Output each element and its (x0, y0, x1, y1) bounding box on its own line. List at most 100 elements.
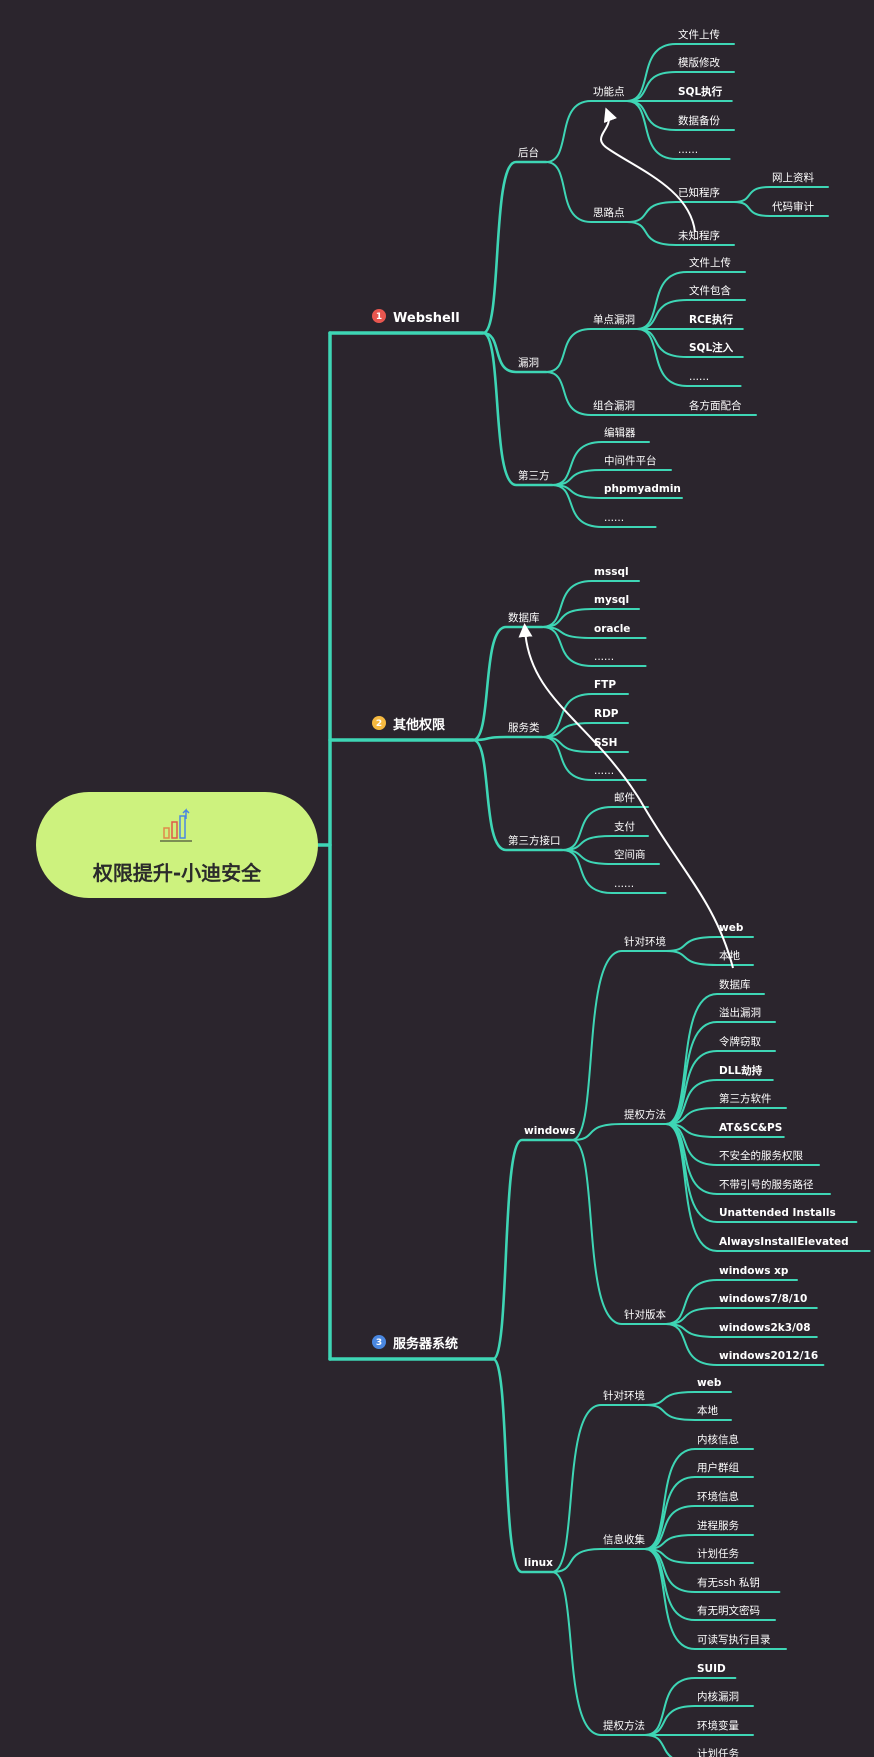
node-winver[interactable]: 针对版本 (624, 1308, 666, 1321)
relation-arrows (518, 107, 734, 969)
node-svcperm[interactable]: 不安全的服务权限 (719, 1149, 803, 1162)
node-unattended[interactable]: Unattended Installs (719, 1207, 836, 1219)
node-suid[interactable]: SUID (697, 1663, 726, 1675)
branch-line-procs (644, 1534, 754, 1550)
node-loudong[interactable]: 漏洞 (518, 357, 539, 369)
node-dots2[interactable]: ...... (689, 371, 709, 383)
node-online[interactable]: 网上资料 (772, 171, 814, 184)
node-upload2[interactable]: 文件上传 (689, 256, 731, 269)
node-lininfo[interactable]: 信息收集 (603, 1533, 645, 1546)
node-users[interactable]: 用户群组 (697, 1461, 739, 1474)
node-houtai[interactable]: 后台 (518, 146, 539, 159)
node-w2012[interactable]: windows2012/16 (719, 1350, 818, 1362)
node-ftp[interactable]: FTP (594, 679, 616, 691)
node-rdp[interactable]: RDP (594, 708, 619, 720)
node-kernel[interactable]: 内核信息 (697, 1433, 739, 1446)
node-wdb[interactable]: 数据库 (719, 978, 751, 991)
node-api3[interactable]: 第三方接口 (508, 834, 561, 847)
node-soft3[interactable]: 第三方软件 (719, 1092, 772, 1105)
node-xp[interactable]: windows xp (719, 1265, 789, 1277)
node-cron2[interactable]: 计划任务 (697, 1747, 739, 1757)
node-dots3[interactable]: ...... (604, 512, 624, 524)
node-winlocal[interactable]: 本地 (719, 949, 740, 962)
node-atsc[interactable]: AT&SC&PS (719, 1122, 782, 1134)
node-mail[interactable]: 邮件 (614, 791, 635, 804)
node-backup[interactable]: 数据备份 (678, 114, 720, 127)
node-dots5[interactable]: ...... (594, 765, 614, 777)
node-label: SUID (697, 1663, 726, 1675)
node-label: 数据库 (508, 611, 540, 624)
node-sshkey[interactable]: 有无ssh 私钥 (697, 1576, 760, 1589)
node-sqli[interactable]: SQL注入 (689, 341, 734, 354)
node-editor[interactable]: 编辑器 (604, 426, 636, 439)
node-template[interactable]: 模版修改 (678, 56, 720, 69)
branch-line-database (471, 625, 544, 742)
branch-line-lininfo (551, 1548, 646, 1573)
node-windows[interactable]: windows (524, 1125, 575, 1137)
node-linux[interactable]: linux (524, 1557, 553, 1569)
node-winweb[interactable]: web (719, 922, 744, 934)
node-procs[interactable]: 进程服务 (697, 1519, 739, 1532)
node-label: 环境信息 (697, 1490, 739, 1503)
node-combo[interactable]: 组合漏洞 (593, 399, 635, 412)
root-node[interactable]: 权限提升-小迪安全 (36, 792, 318, 898)
relation-arrow-local-to-database (518, 623, 734, 969)
node-label: windows2k3/08 (719, 1322, 811, 1334)
node-pay[interactable]: 支付 (614, 820, 635, 833)
node-thirdparty[interactable]: 第三方 (518, 469, 550, 482)
node-linweb[interactable]: web (697, 1377, 722, 1389)
node-cron1[interactable]: 计划任务 (697, 1547, 739, 1560)
node-dots1[interactable]: ...... (678, 144, 698, 156)
node-mssql[interactable]: mssql (594, 566, 629, 578)
node-linlocal[interactable]: 本地 (697, 1404, 718, 1417)
node-w7[interactable]: windows7/8/10 (719, 1293, 807, 1305)
node-hosting[interactable]: 空间商 (614, 848, 646, 861)
node-mysql[interactable]: mysql (594, 594, 629, 606)
node-label: 单点漏洞 (593, 314, 635, 326)
node-plainpw[interactable]: 有无明文密码 (697, 1604, 760, 1617)
branch-line-dots4 (541, 626, 647, 667)
node-dots6[interactable]: ...... (614, 878, 634, 890)
node-ssh[interactable]: SSH (594, 737, 617, 749)
node-oracle[interactable]: oracle (594, 623, 630, 635)
node-winenv[interactable]: 针对环境 (624, 935, 666, 948)
node-dll[interactable]: DLL劫持 (719, 1064, 763, 1077)
node-upload1[interactable]: 文件上传 (678, 28, 720, 41)
branch-line-dll (665, 1079, 774, 1125)
branch-line-online (733, 186, 829, 203)
node-audit[interactable]: 代码审计 (772, 200, 814, 213)
node-w2k3[interactable]: windows2k3/08 (719, 1322, 811, 1334)
node-silu[interactable]: 思路点 (593, 206, 625, 219)
node-envvar[interactable]: 环境变量 (697, 1719, 739, 1732)
node-unknown[interactable]: 未知程序 (678, 229, 720, 242)
branch-line-pay (561, 835, 649, 851)
node-linmethod[interactable]: 提权方法 (603, 1719, 645, 1732)
node-pma[interactable]: phpmyadmin (604, 483, 681, 495)
node-rwxdir[interactable]: 可读写执行目录 (697, 1633, 771, 1646)
node-overflow[interactable]: 溢出漏洞 (719, 1006, 761, 1019)
node-unquoted[interactable]: 不带引号的服务路径 (719, 1178, 814, 1191)
node-dots4[interactable]: ...... (594, 651, 614, 663)
badge-3-icon (372, 1335, 386, 1349)
node-service[interactable]: 服务类 (508, 721, 540, 734)
node-rce[interactable]: RCE执行 (689, 313, 733, 326)
node-database[interactable]: 数据库 (508, 611, 540, 624)
node-gongnengdian[interactable]: 功能点 (593, 85, 625, 98)
node-single[interactable]: 单点漏洞 (593, 314, 635, 326)
node-token[interactable]: 令牌窃取 (719, 1035, 761, 1048)
node-known[interactable]: 已知程序 (678, 186, 720, 199)
node-multi[interactable]: 各方面配合 (689, 399, 742, 412)
node-envinfo[interactable]: 环境信息 (697, 1490, 739, 1503)
node-include[interactable]: 文件包含 (689, 284, 731, 297)
node-winmethod[interactable]: 提权方法 (624, 1108, 666, 1121)
node-label: 未知程序 (678, 229, 720, 242)
node-sqlexec[interactable]: SQL执行 (678, 85, 723, 98)
node-label: 信息收集 (603, 1533, 645, 1546)
node-kvuln[interactable]: 内核漏洞 (697, 1690, 739, 1703)
node-always[interactable]: AlwaysInstallElevated (719, 1236, 849, 1248)
node-linenv[interactable]: 针对环境 (603, 1389, 645, 1402)
node-middleware[interactable]: 中间件平台 (604, 454, 657, 467)
